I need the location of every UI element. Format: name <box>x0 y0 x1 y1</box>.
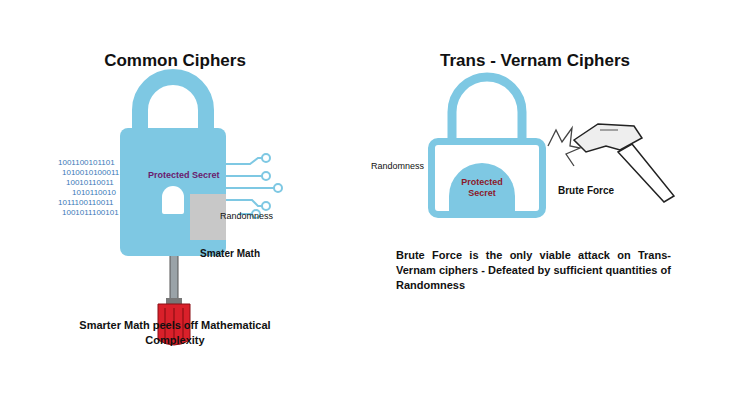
node-text: Protected Secret <box>457 177 507 199</box>
impact-burst <box>548 128 580 166</box>
node-text: Protected Secret <box>148 170 220 180</box>
shackle <box>452 77 522 142</box>
section-title: Common Ciphers <box>0 50 350 73</box>
lock-body: Protected SecretRandomness <box>120 128 226 256</box>
circuit-wires <box>224 154 282 218</box>
tool-label: Brute Force <box>558 184 614 198</box>
binary-digits: 1011100110011 <box>58 198 113 209</box>
binary-digits: 1010110010 <box>72 188 116 199</box>
binary-digits: 1010010100011 <box>62 168 119 179</box>
caption-text: Smarter Math peels off Mathematical Comp… <box>75 318 275 348</box>
screwdriver-shaft <box>170 254 178 302</box>
binary-digits: 1001100101101 <box>58 158 115 169</box>
binary-digits: 10010110011 <box>66 178 114 189</box>
keyhole-arch: Protected Secret <box>449 163 515 211</box>
shackle <box>140 77 206 132</box>
section-title: Trans - Vernam Ciphers <box>360 50 710 73</box>
node-text: Randomness <box>220 211 273 221</box>
note-text: Brute Force is the only viable attack on… <box>396 248 671 293</box>
tool-label: Smater Math <box>200 247 260 261</box>
keyhole <box>162 186 184 214</box>
randomness-block: Randomness <box>190 194 226 240</box>
binary-digits: 1001011100101 <box>62 208 119 219</box>
lock-body: RandomnessProtected Secret <box>428 138 546 218</box>
screwdriver-ferrule <box>166 298 182 304</box>
node-text: Randomness <box>371 161 424 171</box>
